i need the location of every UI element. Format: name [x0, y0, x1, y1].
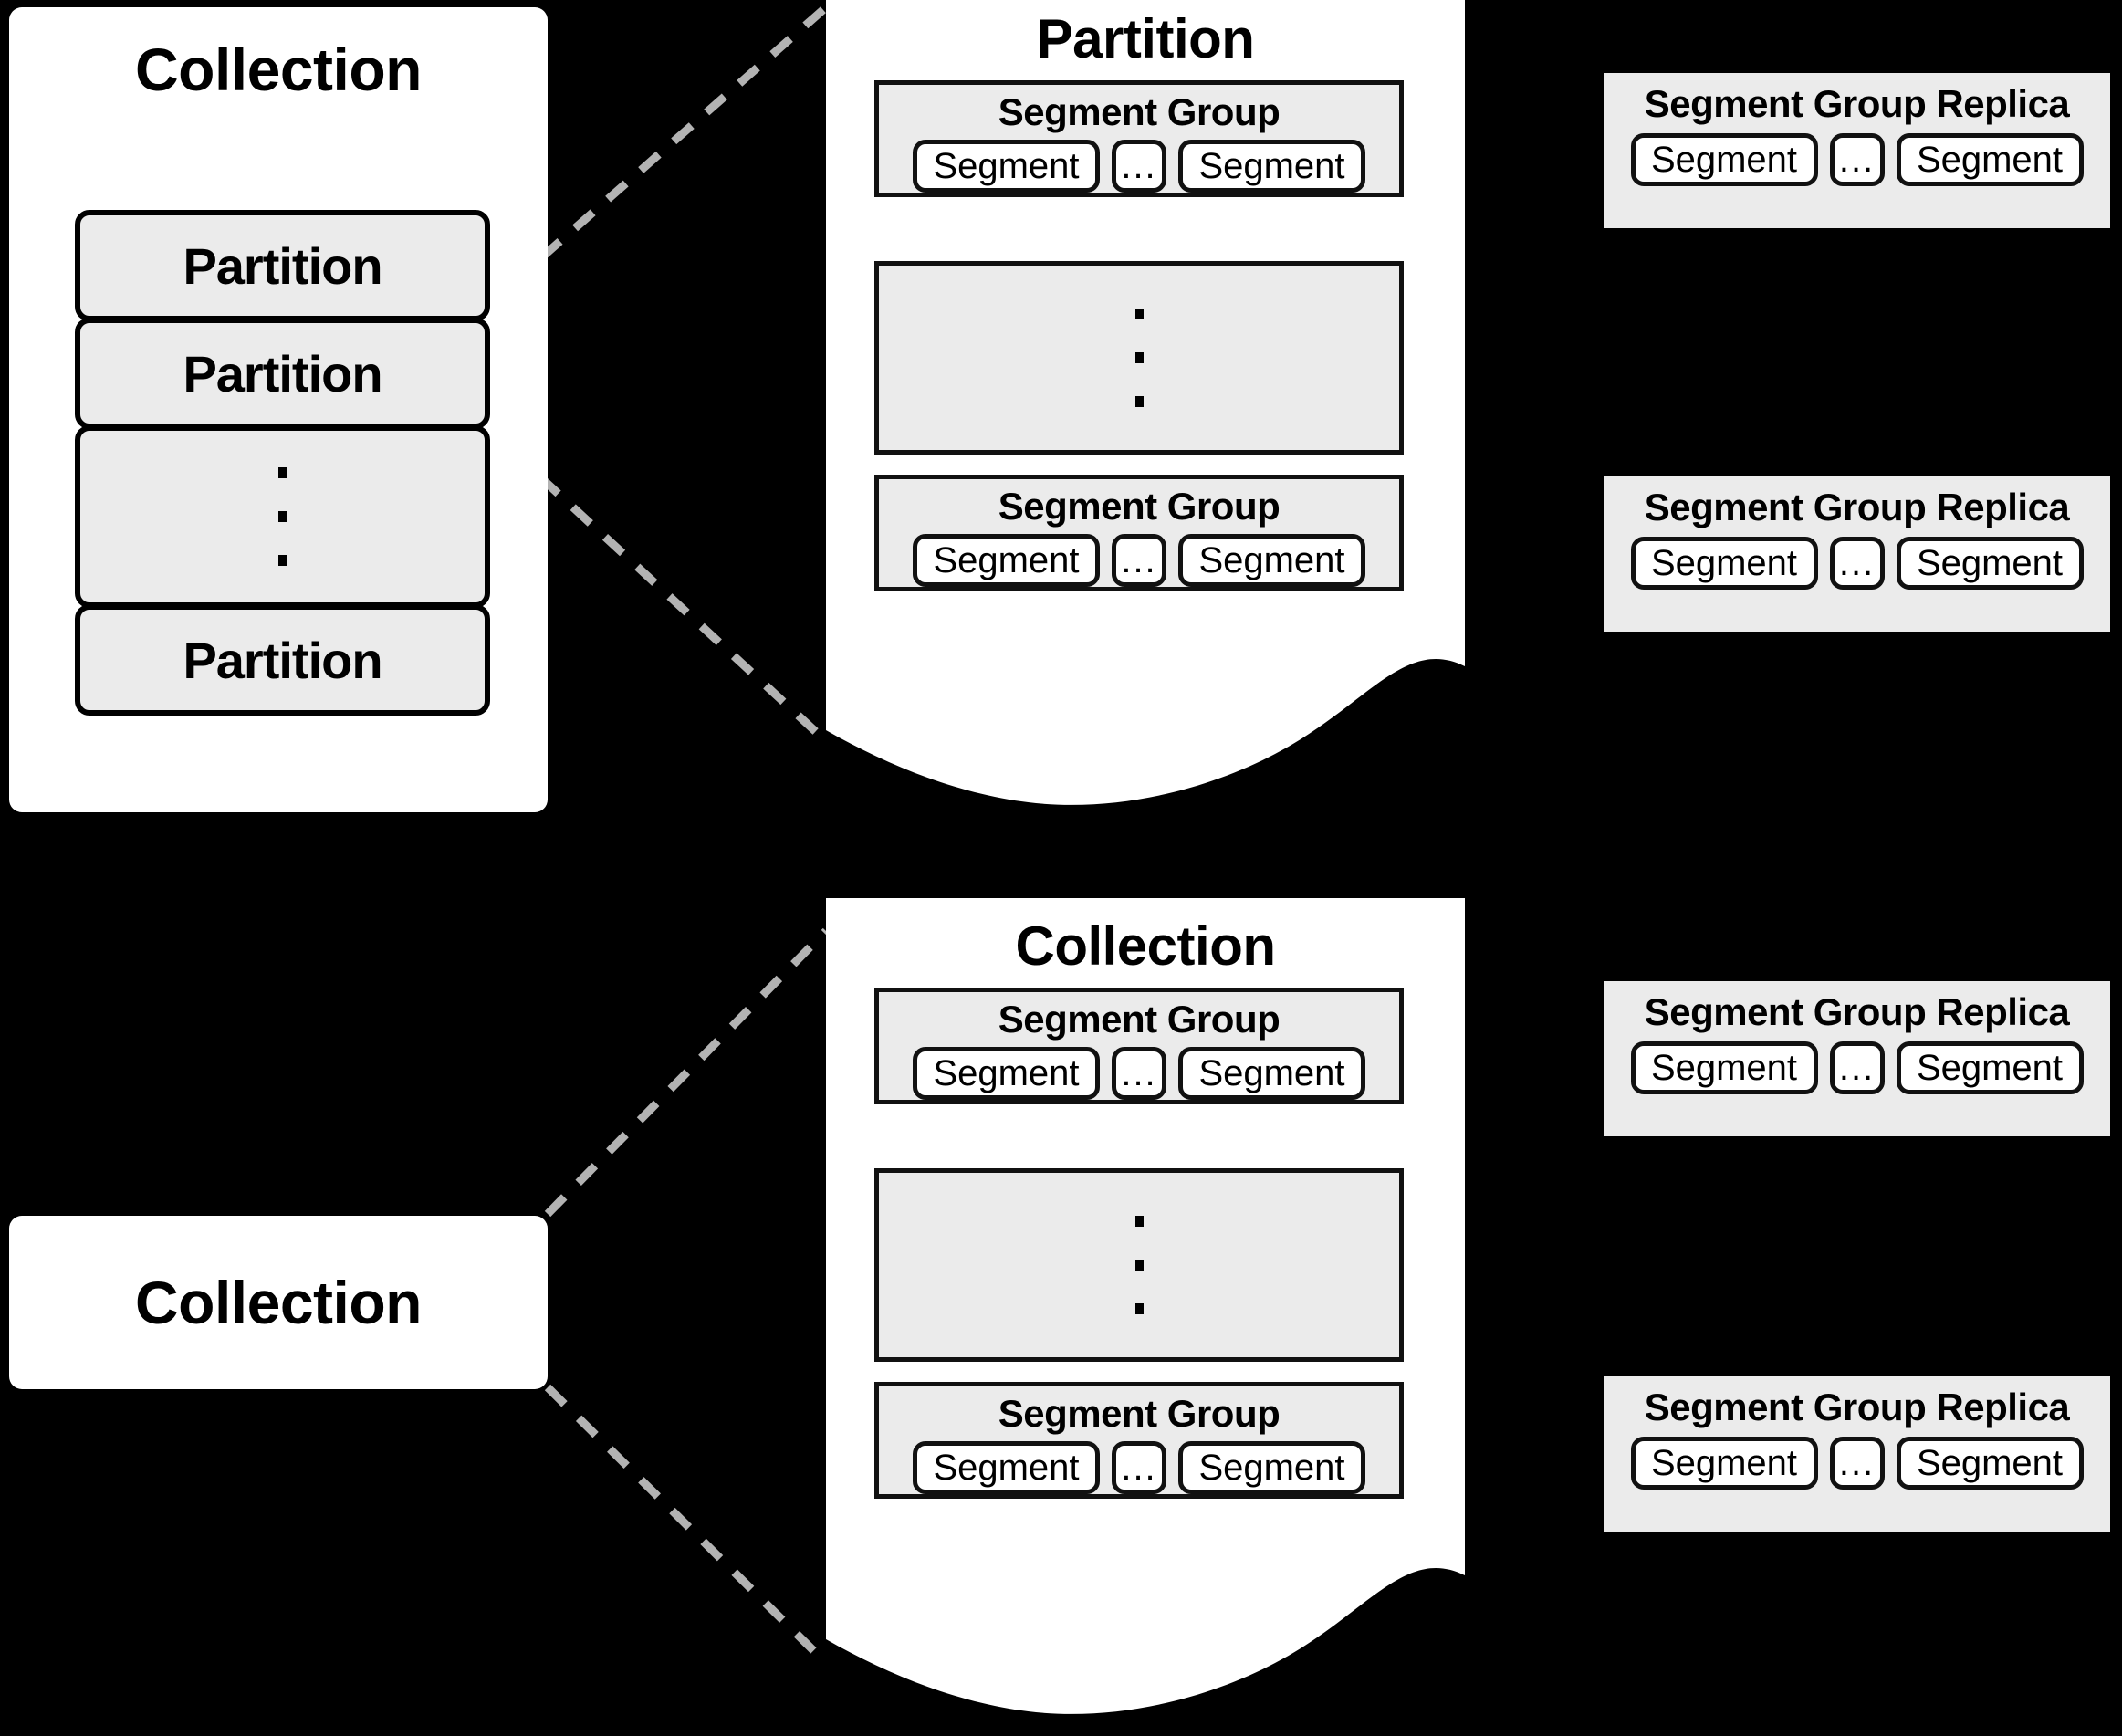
segment-ellipsis-box: ...	[1829, 1041, 1885, 1094]
segment-group-replica-title: Segment Group Replica	[1644, 82, 2070, 125]
segment-group-ellipsis-block	[874, 1168, 1404, 1362]
segment-box[interactable]: Segment	[1630, 133, 1818, 186]
segment-box[interactable]: Segment	[913, 1441, 1100, 1494]
vertical-ellipsis-icon	[1134, 1216, 1144, 1314]
segment-box[interactable]: Segment	[1178, 1047, 1365, 1100]
segment-group-replica-title: Segment Group Replica	[1644, 486, 2070, 528]
segment-box[interactable]: Segment	[1178, 1441, 1365, 1494]
segment-group-replica[interactable]: Segment Group Replica Segment ... Segmen…	[1604, 73, 2110, 228]
segment-group[interactable]: Segment Group Segment ... Segment	[874, 1382, 1404, 1499]
partition-label: Partition	[183, 344, 382, 403]
partition-row[interactable]: Partition	[75, 604, 490, 716]
segment-ellipsis-box: ...	[1112, 140, 1166, 193]
collection-panel-title: Collection	[1015, 915, 1276, 977]
segment-group-title: Segment Group	[998, 90, 1281, 133]
collection-label-box[interactable]: Collection	[9, 1216, 548, 1389]
segment-group-replica[interactable]: Segment Group Replica Segment ... Segmen…	[1604, 1376, 2110, 1532]
partition-ellipsis-row	[75, 425, 490, 608]
collection-panel: Collection Segment Group Segment ... Seg…	[826, 898, 1465, 1736]
segment-group-replica[interactable]: Segment Group Replica Segment ... Segmen…	[1604, 981, 2110, 1136]
segment-box[interactable]: Segment	[1178, 534, 1365, 587]
partition-label: Partition	[183, 631, 382, 689]
segment-ellipsis-box: ...	[1112, 534, 1166, 587]
segment-box[interactable]: Segment	[1178, 140, 1365, 193]
segment-group[interactable]: Segment Group Segment ... Segment	[874, 475, 1404, 591]
segment-box[interactable]: Segment	[1896, 1041, 2084, 1094]
segment-box[interactable]: Segment	[1630, 1041, 1818, 1094]
collection-label-box-title: Collection	[134, 1269, 423, 1336]
segment-box[interactable]: Segment	[913, 140, 1100, 193]
segment-box[interactable]: Segment	[913, 534, 1100, 587]
connector-collection-bottom	[544, 1384, 828, 1665]
segment-group-replica-title: Segment Group Replica	[1644, 990, 2070, 1033]
vertical-ellipsis-icon	[278, 467, 287, 566]
segment-group-ellipsis-block	[874, 261, 1404, 455]
segment-box[interactable]: Segment	[1896, 133, 2084, 186]
segment-group-replica[interactable]: Segment Group Replica Segment ... Segmen…	[1604, 476, 2110, 632]
segment-group[interactable]: Segment Group Segment ... Segment	[874, 988, 1404, 1104]
segment-box[interactable]: Segment	[1630, 1437, 1818, 1490]
collection-box[interactable]: Collection Partition Partition Partition	[9, 7, 548, 812]
partition-panel: Partition Segment Group Segment ... Segm…	[826, 0, 1465, 821]
segment-ellipsis-box: ...	[1112, 1047, 1166, 1100]
segment-group[interactable]: Segment Group Segment ... Segment	[874, 80, 1404, 197]
segment-group-title: Segment Group	[998, 998, 1281, 1041]
partition-label: Partition	[183, 236, 382, 295]
segment-group-title: Segment Group	[998, 1392, 1281, 1435]
connector-collection-top	[544, 927, 830, 1218]
segment-box[interactable]: Segment	[1896, 537, 2084, 590]
partition-panel-title: Partition	[1036, 8, 1255, 69]
segment-ellipsis-box: ...	[1829, 1437, 1885, 1490]
collection-box-title: Collection	[134, 36, 423, 103]
segment-box[interactable]: Segment	[1630, 537, 1818, 590]
vertical-ellipsis-icon	[1134, 309, 1144, 407]
segment-ellipsis-box: ...	[1829, 133, 1885, 186]
segment-box[interactable]: Segment	[913, 1047, 1100, 1100]
partition-row[interactable]: Partition	[75, 210, 490, 321]
partition-row[interactable]: Partition	[75, 318, 490, 429]
segment-group-title: Segment Group	[998, 485, 1281, 528]
segment-box[interactable]: Segment	[1896, 1437, 2084, 1490]
segment-ellipsis-box: ...	[1112, 1441, 1166, 1494]
segment-ellipsis-box: ...	[1829, 537, 1885, 590]
segment-group-replica-title: Segment Group Replica	[1644, 1386, 2070, 1428]
